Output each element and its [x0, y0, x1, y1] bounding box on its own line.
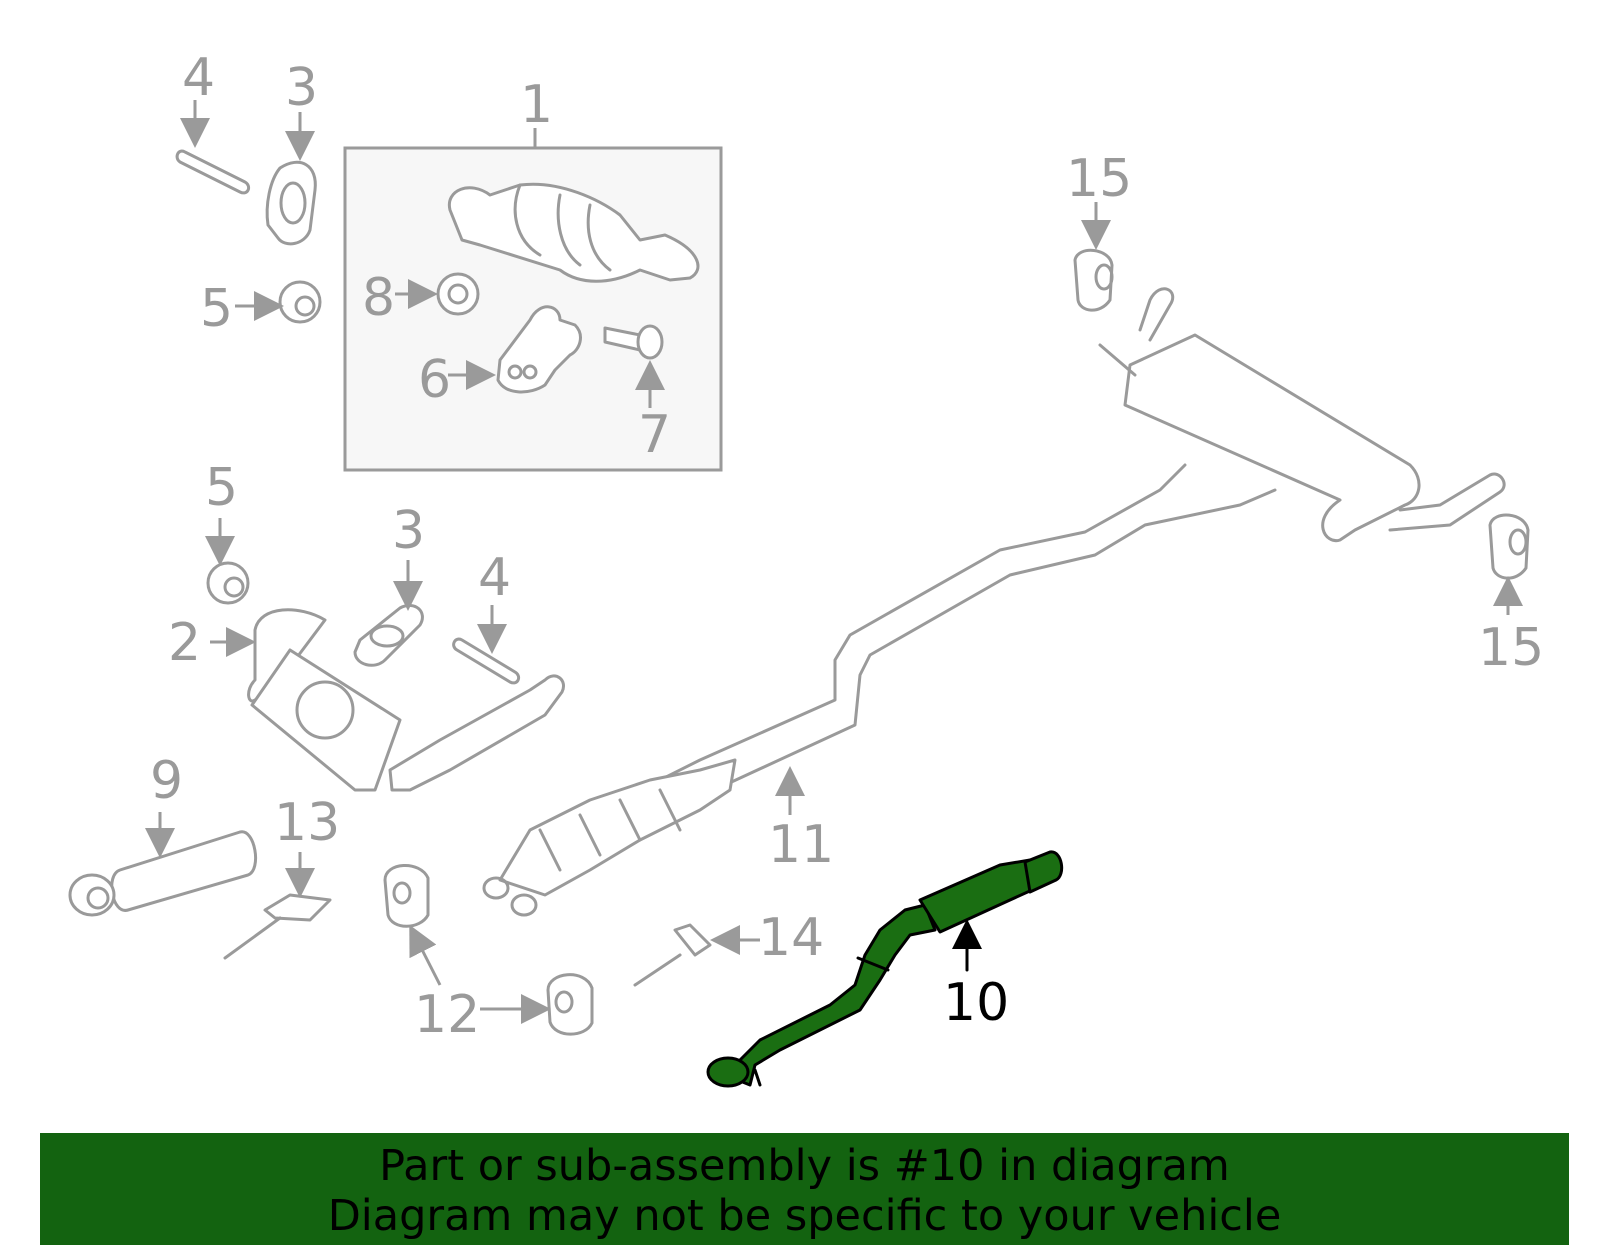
callout-12: 12 [414, 985, 480, 1045]
callout-15-top: 15 [1066, 149, 1132, 209]
part-10-intermediate-pipe [706, 850, 1064, 1088]
callout-14: 14 [758, 908, 824, 968]
callout-13: 13 [274, 793, 340, 853]
parts-diagram: 1 2 3 3 4 4 5 5 6 7 8 9 10 11 12 13 14 1… [68, 48, 1544, 1088]
callout-8: 8 [362, 268, 395, 328]
part-14-bracket [633, 923, 712, 987]
part-3-gasket-mid [353, 603, 424, 667]
part-3-gasket-top [265, 160, 317, 246]
callout-5-mid: 5 [205, 458, 238, 518]
part-5-nut-top [278, 280, 322, 324]
part-6-bracket [496, 305, 582, 394]
part-15-hanger-top [1073, 248, 1114, 312]
part-12-hanger-a [383, 864, 430, 928]
part-9-resonator [68, 830, 257, 917]
callout-6: 6 [418, 350, 451, 410]
part-1-group [343, 128, 723, 472]
callout-15-right: 15 [1478, 618, 1544, 678]
part-15-hanger-right [1488, 513, 1530, 580]
callout-4-top: 4 [182, 48, 215, 108]
callout-3-top: 3 [285, 58, 318, 118]
callout-2: 2 [168, 613, 201, 673]
part-13-bracket [223, 893, 332, 960]
part-11-pipe-assembly [482, 287, 1506, 917]
catalytic-converter-upper [447, 182, 700, 283]
callout-9: 9 [150, 751, 183, 811]
banner-line-2: Diagram may not be specific to your vehi… [327, 1191, 1282, 1241]
part-2-converter [247, 608, 565, 792]
part-8-nut [436, 272, 480, 316]
notice-banner: Part or sub-assembly is #10 in diagram D… [40, 1133, 1569, 1245]
callout-10: 10 [943, 973, 1009, 1033]
callout-1: 1 [520, 75, 553, 135]
callout-11: 11 [768, 815, 834, 875]
callout-7: 7 [638, 405, 671, 465]
callout-5-top: 5 [200, 279, 233, 339]
part-12-hanger-b [546, 973, 594, 1036]
part-4-pin-mid [452, 637, 521, 685]
part-7-bolt [603, 324, 664, 360]
callout-3-mid: 3 [392, 501, 425, 561]
banner-line-1: Part or sub-assembly is #10 in diagram [379, 1141, 1230, 1191]
part-5-nut-mid [206, 561, 250, 605]
callout-4-mid: 4 [478, 548, 511, 608]
part-4-pin-top [175, 149, 251, 195]
